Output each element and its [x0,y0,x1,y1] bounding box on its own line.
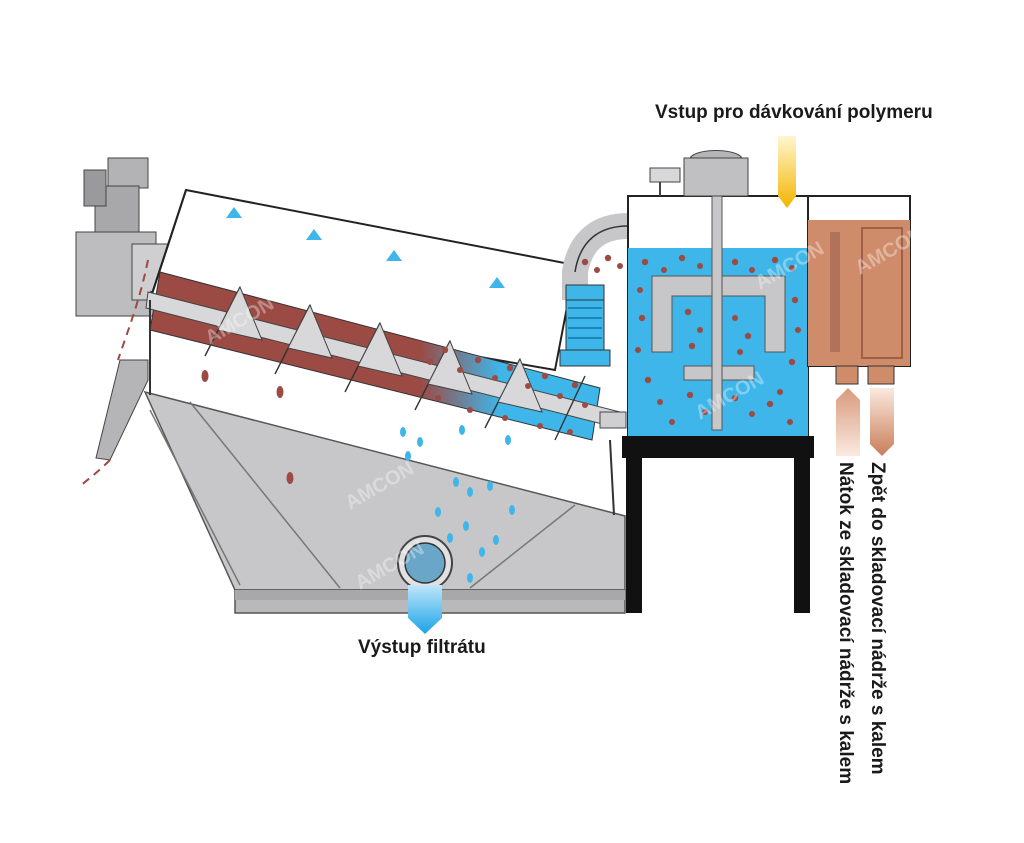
polymer-inlet-label: Vstup pro dávkování polymeru [655,102,933,123]
filtrate-droplets [201,370,515,583]
spray-nozzle [226,207,242,218]
sludge-inflow-label: Nátok ze skladovací nádrže s kalem [835,462,856,785]
motor [75,157,173,317]
polymer-arrow [778,136,796,208]
sludge-return-arrow [870,388,894,456]
spray-nozzle [386,250,402,261]
filtrate-outlet-pipe [397,535,453,634]
flocculation-tank [559,150,814,613]
filtrate-arrow [408,585,442,634]
filtrate-outlet-label: Výstup filtrátu [358,637,486,658]
screw-drum [145,188,627,441]
cake-discharge-chute [79,259,149,487]
sludge-storage-tank [807,195,911,385]
sludge-return-label: Zpět do skladovací nádrže s kalem [867,462,888,775]
spray-nozzle [489,277,505,288]
sludge-inflow-arrow [836,388,860,456]
spray-nozzle [306,229,322,240]
drum-supports [149,300,615,516]
